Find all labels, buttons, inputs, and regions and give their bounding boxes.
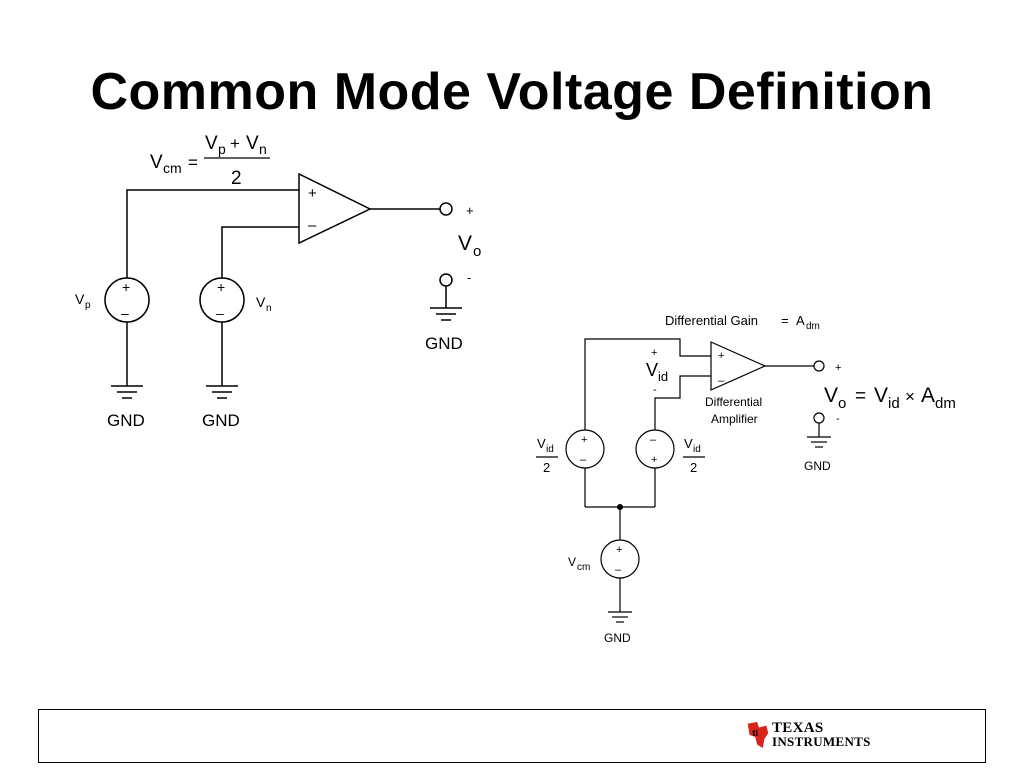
svg-text:V: V: [246, 133, 259, 154]
output-terminal: [439, 202, 453, 216]
svg-text:o: o: [838, 395, 846, 412]
vn-source: + – V n: [199, 277, 272, 386]
svg-text:-: -: [836, 413, 840, 425]
svg-text:2: 2: [231, 168, 242, 189]
svg-text:+: +: [651, 454, 657, 466]
wire-inv: [654, 375, 711, 430]
svg-text:cm: cm: [163, 160, 182, 176]
svg-text:–: –: [718, 375, 725, 387]
svg-text:GND: GND: [604, 631, 631, 645]
svg-text:Amplifier: Amplifier: [711, 412, 758, 426]
svg-text:2: 2: [543, 460, 550, 475]
svg-text:p: p: [218, 141, 226, 157]
svg-text:=: =: [781, 313, 789, 328]
svg-text:+: +: [308, 185, 317, 202]
svg-text:–: –: [216, 305, 224, 321]
differential-amplifier: + – Differential Amplifier: [705, 341, 767, 426]
svg-text:+: +: [616, 544, 622, 556]
gnd-symbol-vn: GND: [202, 385, 240, 430]
svg-text:-: -: [653, 384, 657, 396]
svg-text:×: ×: [905, 387, 915, 406]
svg-text:–: –: [650, 434, 657, 446]
gnd-symbol-vp: GND: [107, 385, 145, 430]
svg-text:V: V: [646, 360, 658, 380]
svg-text:A: A: [796, 313, 805, 328]
svg-text:V: V: [150, 152, 163, 173]
svg-text:+: +: [122, 279, 130, 295]
ground-terminal: [439, 273, 453, 287]
svg-text:+: +: [718, 350, 724, 362]
vp-source: + – V p: [75, 277, 150, 386]
gnd-symbol-right-output: GND: [804, 436, 831, 473]
left-circuit: V cm = V p + V n 2 + – +: [75, 133, 481, 430]
vid-half-source-left: + – V id 2: [536, 429, 605, 507]
wire-vn: [221, 226, 299, 278]
svg-text:n: n: [259, 141, 267, 157]
svg-text:V: V: [874, 384, 888, 407]
svg-text:–: –: [580, 454, 587, 466]
svg-text:+: +: [581, 434, 587, 446]
svg-text:dm: dm: [935, 395, 956, 412]
svg-text:id: id: [888, 395, 900, 412]
svg-text:GND: GND: [202, 411, 240, 430]
left-opamp: + –: [298, 172, 372, 245]
gnd-symbol-vcm: GND: [604, 611, 632, 645]
right-circuit: Differential Gain = A dm + – Differentia…: [536, 313, 956, 645]
svg-text:id: id: [693, 444, 701, 455]
ti-logo-icon: ti: [747, 721, 769, 749]
svg-text:Differential: Differential: [705, 395, 762, 409]
svg-text:V: V: [205, 133, 218, 154]
right-ground-terminal: [813, 412, 825, 424]
svg-text:id: id: [546, 444, 554, 455]
svg-text:=: =: [855, 386, 866, 407]
vcm-formula: V cm = V p + V n 2: [150, 133, 270, 189]
ti-wordmark: TEXAS INSTRUMENTS: [772, 721, 871, 749]
svg-text:V: V: [568, 555, 576, 569]
out-plus-label: +: [466, 203, 474, 218]
gain-caption: Differential Gain = A dm: [665, 313, 820, 332]
svg-text:–: –: [615, 564, 622, 576]
svg-text:V: V: [75, 291, 85, 307]
svg-text:A: A: [921, 384, 935, 407]
vout-label: V: [458, 232, 472, 255]
svg-text:+: +: [835, 362, 841, 374]
wire-vp: [126, 189, 299, 278]
svg-text:–: –: [308, 217, 317, 234]
svg-text:Differential Gain: Differential Gain: [665, 313, 758, 328]
svg-text:2: 2: [690, 460, 697, 475]
svg-text:V: V: [537, 436, 546, 451]
svg-text:GND: GND: [107, 411, 145, 430]
svg-text:ti: ti: [752, 728, 758, 738]
slide-title: Common Mode Voltage Definition: [90, 63, 934, 121]
svg-text:id: id: [658, 369, 668, 384]
svg-text:dm: dm: [806, 321, 820, 332]
svg-text:cm: cm: [577, 562, 590, 573]
svg-text:o: o: [473, 243, 481, 260]
svg-text:p: p: [85, 300, 91, 311]
ti-wordmark-line1: TEXAS: [772, 720, 824, 736]
vcm-source: + – V cm: [568, 539, 640, 612]
svg-text:V: V: [824, 384, 838, 407]
vid-label: + V id -: [646, 347, 668, 396]
svg-text:n: n: [266, 303, 272, 314]
wire-noninv: [584, 338, 711, 430]
gnd-symbol-output: GND: [425, 307, 463, 353]
svg-text:=: =: [188, 153, 198, 172]
right-output-terminal: [813, 360, 825, 372]
svg-text:+: +: [217, 279, 225, 295]
svg-text:GND: GND: [804, 459, 831, 473]
svg-text:V: V: [684, 436, 693, 451]
svg-text:+: +: [651, 347, 657, 359]
out-minus-label: -: [467, 270, 471, 285]
ti-wordmark-line2: INSTRUMENTS: [772, 734, 871, 749]
footer-bar: [38, 709, 986, 763]
vid-half-source-right: – + V id 2: [635, 429, 705, 507]
svg-text:V: V: [256, 294, 266, 310]
svg-text:–: –: [121, 305, 129, 321]
vo-equation: V o = V id × A dm: [824, 384, 956, 412]
svg-text:+: +: [230, 134, 240, 153]
svg-text:GND: GND: [425, 334, 463, 353]
